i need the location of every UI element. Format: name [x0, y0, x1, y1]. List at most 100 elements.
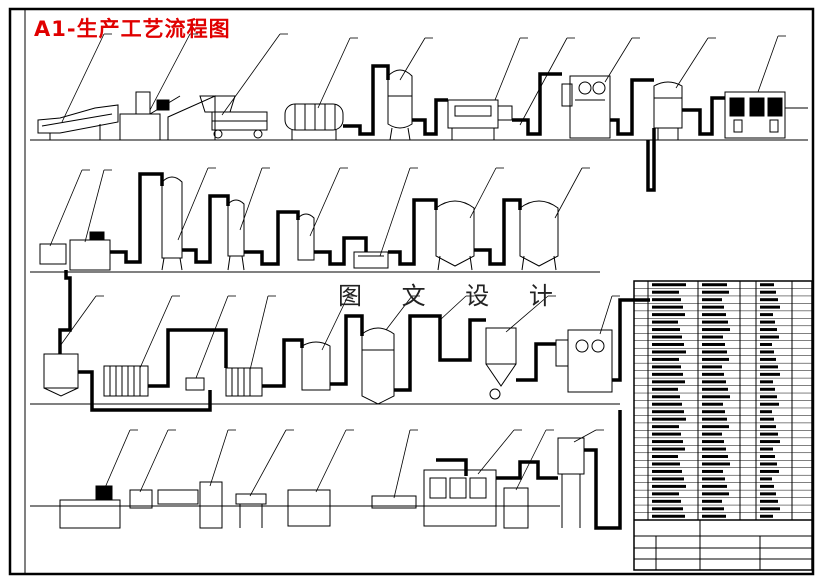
- table-cell-text: [702, 455, 728, 459]
- table-cell-text: [652, 357, 679, 361]
- water-tank: [557, 437, 585, 528]
- table-cell-text: [702, 417, 727, 421]
- row-4-leaders: [103, 429, 604, 499]
- table-cell-text: [652, 514, 685, 518]
- table-cell-text: [652, 395, 680, 399]
- table-cell-text: [702, 410, 725, 414]
- table-cell-text: [760, 477, 772, 481]
- row-1-pipes: [343, 64, 725, 192]
- row-2-pipes: [64, 172, 522, 300]
- table-cell-text: [652, 342, 684, 346]
- table-cell-text: [760, 425, 776, 429]
- plate-heat-exchanger-2: [225, 367, 263, 397]
- table-cell-text: [702, 492, 729, 496]
- table-cell-text: [652, 447, 685, 451]
- table-cell-text: [702, 328, 730, 332]
- dissolving-unit: [39, 231, 111, 271]
- tall-column-1: [161, 176, 183, 271]
- pump-1: [185, 377, 205, 391]
- table-cell-text: [702, 380, 726, 384]
- row-1-equipment: [30, 69, 808, 141]
- table-cell-text: [702, 440, 724, 444]
- carton-sealer: [503, 487, 529, 529]
- table-cell-text: [652, 499, 681, 503]
- table-cell-text: [702, 283, 727, 287]
- plate-heat-exchanger-1: [103, 365, 149, 397]
- table-cell-text: [760, 328, 777, 332]
- table-cell-text: [652, 350, 686, 354]
- table-cell-text: [652, 290, 679, 294]
- conveyor-table-1: [235, 493, 267, 528]
- row-4-equipment: [30, 437, 585, 529]
- vertical-storage-tank: [387, 69, 413, 141]
- table-cell-text: [702, 402, 723, 406]
- table-cell-text: [702, 507, 724, 511]
- evaporator-unit: [561, 75, 611, 139]
- table-cell-text: [702, 387, 728, 391]
- table-cell-text: [652, 484, 686, 488]
- table-cell-text: [760, 350, 774, 354]
- table-cell-text: [652, 298, 681, 302]
- table-cell-text: [760, 380, 773, 384]
- table-cell-text: [702, 313, 726, 317]
- labeling-machine: [371, 495, 417, 509]
- table-cell-text: [760, 469, 779, 473]
- table-cell-text: [702, 372, 724, 376]
- horizontal-drum-tank: [284, 103, 344, 140]
- table-cell-text: [652, 455, 678, 459]
- table-cell-text: [652, 432, 681, 436]
- table-cell-text: [652, 507, 683, 511]
- table-cell-text: [760, 305, 780, 309]
- table-cell-text: [652, 328, 680, 332]
- row-3-leaders: [59, 295, 620, 379]
- crusher-hopper: [167, 95, 236, 141]
- table-cell-text: [760, 507, 780, 511]
- sterilizer-tank: [653, 81, 683, 140]
- filling-machine: [724, 91, 808, 139]
- table-cell-text: [652, 410, 684, 414]
- table-cell-text: [702, 484, 727, 488]
- table-cell-text: [702, 469, 723, 473]
- table-cell-text: [702, 395, 730, 399]
- table-cell-text: [652, 440, 683, 444]
- table-cell-text: [760, 342, 772, 346]
- table-row-lines: [634, 283, 812, 518]
- sorting-machine: [119, 91, 181, 141]
- table-cell-text: [702, 357, 729, 361]
- packing-machine: [423, 469, 497, 527]
- mixing-tank-1: [435, 200, 475, 271]
- table-cell-text: [702, 335, 723, 339]
- drawing-inner-border: [24, 8, 814, 575]
- row-2-equipment: [30, 176, 600, 273]
- drawing-title: A1-生产工艺流程图: [34, 17, 231, 41]
- table-cell-text: [760, 313, 773, 317]
- washing-conveyor: [37, 104, 119, 140]
- table-cell-text: [652, 469, 682, 473]
- table-cell-text: [652, 402, 682, 406]
- table-cell-text: [652, 380, 685, 384]
- table-cell-text: [652, 283, 686, 287]
- tall-column-2: [227, 199, 245, 271]
- table-cell-text: [652, 417, 686, 421]
- sterilization-tunnel: [287, 489, 331, 527]
- holding-tank-2: [361, 327, 395, 405]
- table-cell-text: [702, 477, 725, 481]
- table-cell-text: [760, 447, 773, 451]
- table-cell-text: [760, 484, 774, 488]
- table-cell-text: [760, 320, 775, 324]
- steam-boiler: [555, 329, 613, 393]
- table-cell-text: [760, 335, 779, 339]
- table-cell-text: [760, 402, 779, 406]
- table-cell-text: [702, 320, 728, 324]
- row-4-pipes: [436, 410, 622, 530]
- table-cell-text: [702, 365, 722, 369]
- table-cell-text: [702, 425, 729, 429]
- table-cell-text: [760, 440, 780, 444]
- table-cell-text: [702, 298, 722, 302]
- holding-tank-1: [301, 341, 331, 391]
- table-cell-text: [652, 462, 680, 466]
- filler-capper: [129, 481, 223, 529]
- table-cell-text: [760, 492, 776, 496]
- table-cell-text: [760, 290, 776, 294]
- belt-press: [211, 111, 268, 139]
